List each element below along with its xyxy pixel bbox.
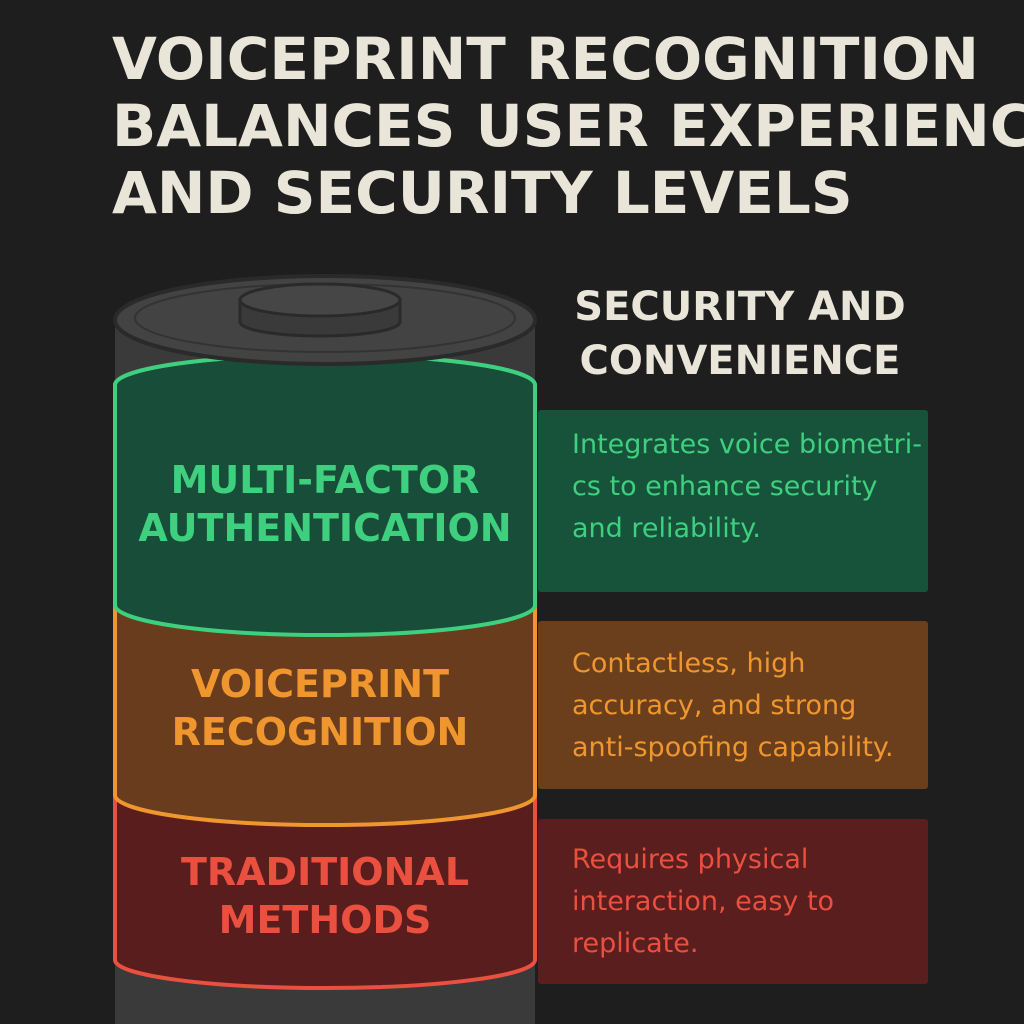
description-line: replicate. <box>572 928 699 959</box>
description-multi-factor: Integrates voice biometri- cs to enhance… <box>538 410 928 592</box>
page-title: VOICEPRINT RECOGNITION BALANCES USER EXP… <box>112 25 1024 227</box>
title-line-1: VOICEPRINT RECOGNITION <box>112 25 979 93</box>
layer-label-line: AUTHENTICATION <box>138 506 512 550</box>
description-traditional: Requires physical interaction, easy to r… <box>538 819 928 984</box>
description-line: and reliability. <box>572 513 761 544</box>
description-line: accuracy, and strong <box>572 690 857 721</box>
description-line: Contactless, high <box>572 648 806 679</box>
description-line: cs to enhance security <box>572 471 878 502</box>
layer-label-voiceprint: VOICEPRINT RECOGNITION <box>110 660 530 756</box>
description-line: interaction, easy to <box>572 886 835 917</box>
title-line-2: BALANCES USER EXPERIENCE <box>112 92 1024 160</box>
section-heading-line-1: SECURITY AND <box>574 284 906 330</box>
layer-label-line: MULTI-FACTOR <box>170 458 480 502</box>
layer-label-line: METHODS <box>218 898 432 942</box>
layer-label-line: VOICEPRINT <box>190 662 449 706</box>
description-line: anti-spoofing capability. <box>572 732 894 763</box>
section-heading: SECURITY AND CONVENIENCE <box>560 280 920 388</box>
layer-label-traditional: TRADITIONAL METHODS <box>115 848 535 944</box>
layer-label-multi-factor: MULTI-FACTOR AUTHENTICATION <box>115 456 535 552</box>
description-line: Requires physical <box>572 844 809 875</box>
cylinder-base <box>115 960 535 1024</box>
layer-label-line: RECOGNITION <box>171 710 469 754</box>
title-line-3: AND SECURITY LEVELS <box>112 159 853 227</box>
description-line: Integrates voice biometri- <box>572 429 922 460</box>
description-voiceprint: Contactless, high accuracy, and strong a… <box>538 621 928 789</box>
layer-label-line: TRADITIONAL <box>180 850 470 894</box>
cylinder-knob-top <box>238 282 402 318</box>
section-heading-line-2: CONVENIENCE <box>579 338 901 384</box>
